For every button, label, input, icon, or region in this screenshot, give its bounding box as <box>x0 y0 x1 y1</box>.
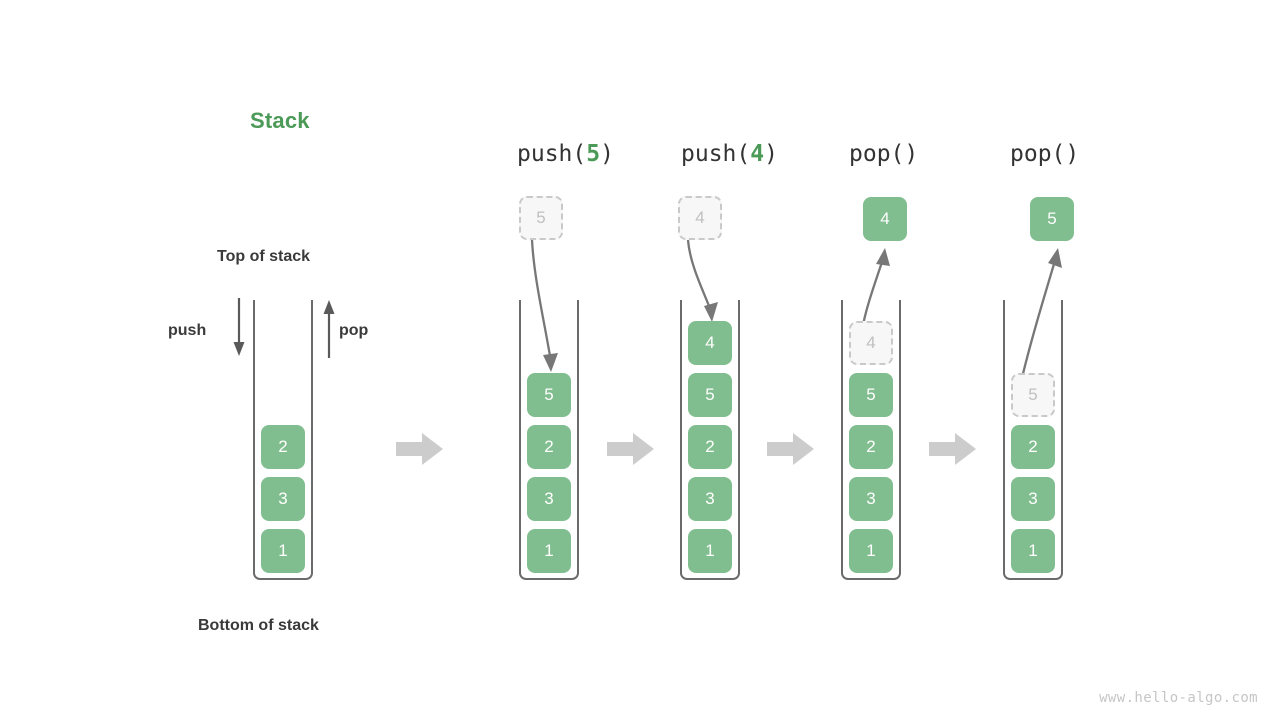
push-motion-arrow-icon <box>530 239 558 372</box>
popped-cell: 5 <box>1030 197 1074 241</box>
stack-container-push-5 <box>519 300 579 580</box>
flow-arrow-icon <box>929 433 976 465</box>
ghost-cell-in-stack: 5 <box>1011 373 1055 417</box>
flow-arrow-icon <box>607 433 654 465</box>
stack-cell: 2 <box>527 425 571 469</box>
page-title: Stack <box>250 108 310 133</box>
header-prefix: push( <box>517 141 587 167</box>
push-label: push <box>168 322 207 339</box>
stack-cell: 5 <box>849 373 893 417</box>
stack-cell: 3 <box>849 477 893 521</box>
header-prefix: pop( <box>1010 141 1066 167</box>
top-of-stack-label: Top of stack <box>217 248 311 265</box>
flow-arrow-icon <box>396 433 443 465</box>
header-value: 5 <box>586 141 601 167</box>
stack-cell: 1 <box>527 529 571 573</box>
header-prefix: push( <box>681 141 751 167</box>
header-value: 4 <box>750 141 765 167</box>
pop-direction-arrow-icon <box>323 300 335 358</box>
stack-cell: 5 <box>688 373 732 417</box>
column-header-pop-2: pop() <box>1010 141 1079 167</box>
header-suffix: ) <box>600 141 614 167</box>
push-direction-arrow-icon <box>233 298 245 356</box>
stack-cell: 3 <box>688 477 732 521</box>
stack-cell: 1 <box>849 529 893 573</box>
pop-motion-arrow-icon <box>1019 248 1062 383</box>
stack-cell: 3 <box>261 477 305 521</box>
push-motion-arrow-icon <box>686 239 718 322</box>
column-header-push-5: push(5) <box>517 141 614 167</box>
stack-cell: 1 <box>688 529 732 573</box>
stack-cell: 3 <box>527 477 571 521</box>
floating-ghost-cell: 4 <box>678 196 722 240</box>
column-header-pop-1: pop() <box>849 141 918 167</box>
stack-cell: 4 <box>688 321 732 365</box>
stack-cell: 2 <box>849 425 893 469</box>
header-suffix: ) <box>904 141 919 167</box>
stack-cell: 3 <box>1011 477 1055 521</box>
popped-cell: 4 <box>863 197 907 241</box>
column-header-push-4: push(4) <box>681 141 778 167</box>
watermark: www.hello-algo.com <box>1099 690 1258 706</box>
stack-container-pop-1 <box>841 300 901 580</box>
header-suffix: ) <box>1065 141 1080 167</box>
stack-cell: 2 <box>688 425 732 469</box>
stack-cell: 2 <box>261 425 305 469</box>
floating-ghost-cell: 5 <box>519 196 563 240</box>
stack-cell: 2 <box>1011 425 1055 469</box>
header-suffix: ) <box>764 141 778 167</box>
stack-container-push-4 <box>680 300 740 580</box>
stack-container-pop-2 <box>1003 300 1063 580</box>
stack-cell: 5 <box>527 373 571 417</box>
pop-label: pop <box>339 322 369 339</box>
ghost-cell-in-stack: 4 <box>849 321 893 365</box>
flow-arrow-icon <box>767 433 814 465</box>
header-prefix: pop( <box>849 141 905 167</box>
stack-cell: 1 <box>1011 529 1055 573</box>
stack-container-initial <box>253 300 313 580</box>
bottom-of-stack-label: Bottom of stack <box>198 617 319 634</box>
stack-cell: 1 <box>261 529 305 573</box>
